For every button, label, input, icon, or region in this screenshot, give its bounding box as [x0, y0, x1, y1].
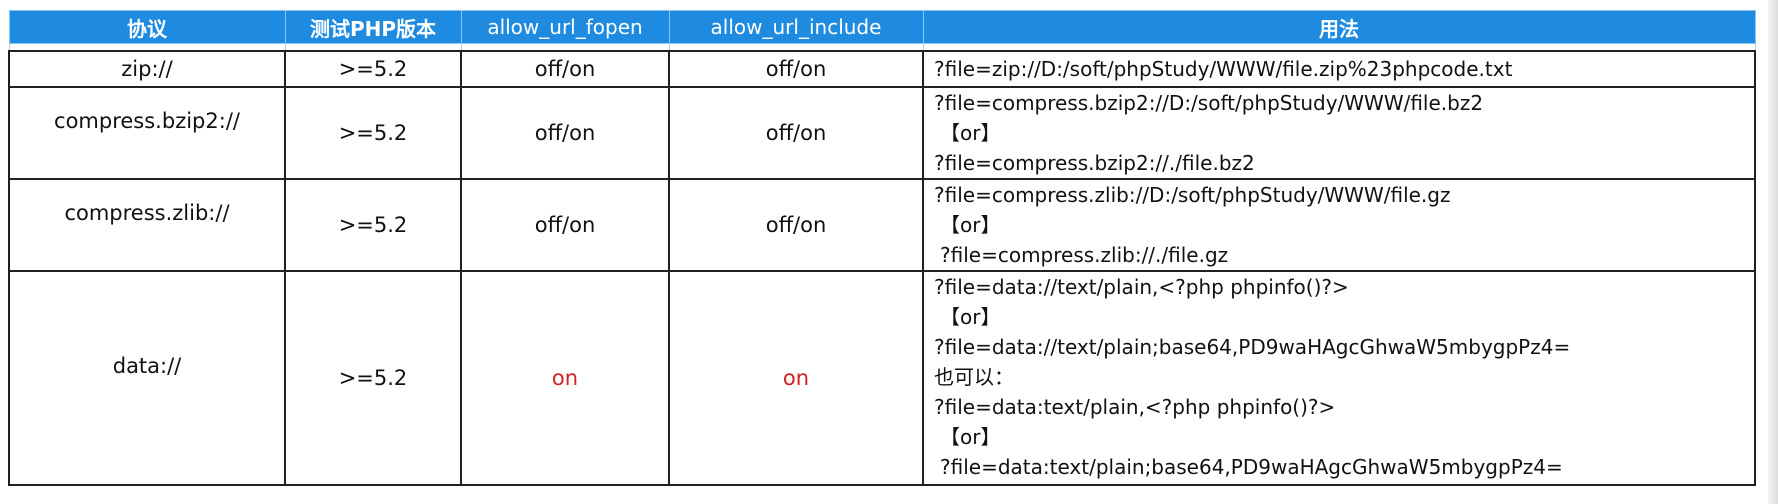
protocol-text: data://: [112, 354, 182, 378]
usage-line: ?file=data:text/plain,<?php phpinfo()?>: [934, 395, 1336, 419]
cell-protocol[interactable]: compress.bzip2://: [8, 86, 286, 180]
cell-usage[interactable]: ?file=data://text/plain,<?php phpinfo()?…: [922, 270, 1756, 486]
usage-line: ?file=data:text/plain;base64,PD9waHAgcGh…: [940, 455, 1563, 479]
protocol-table: 协议 测试PHP版本 allow_url_fopen allow_url_inc…: [8, 10, 1756, 486]
usage-line-or: 【or】: [940, 213, 1001, 237]
table-cell[interactable]: [8, 43, 286, 52]
table-cell[interactable]: [922, 43, 1756, 52]
spacer-row: [8, 43, 1756, 52]
usage-line: ?file=data://text/plain;base64,PD9waHAgc…: [934, 335, 1571, 359]
usage-line: ?file=compress.bzip2://./file.bz2: [934, 151, 1255, 175]
cell-php-version[interactable]: >=5.2: [284, 86, 462, 180]
header-protocol[interactable]: 协议: [8, 10, 286, 44]
cell-allow-url-include[interactable]: off/on: [668, 50, 924, 88]
cell-allow-url-fopen[interactable]: off/on: [460, 86, 670, 180]
usage-line-or: 【or】: [940, 305, 1001, 329]
cell-allow-url-fopen[interactable]: off/on: [460, 50, 670, 88]
cell-php-version[interactable]: >=5.2: [284, 178, 462, 272]
usage-line-note: 也可以：: [934, 365, 1014, 389]
cell-php-version[interactable]: >=5.2: [284, 270, 462, 486]
usage-line-or: 【or】: [940, 121, 1001, 145]
table-row: compress.bzip2:// >=5.2 off/on off/on ?f…: [8, 86, 1756, 180]
usage-line: ?file=data://text/plain,<?php phpinfo()?…: [934, 275, 1349, 299]
cell-allow-url-include[interactable]: on: [668, 270, 924, 486]
protocol-text: compress.zlib://: [64, 201, 230, 225]
header-row: 协议 测试PHP版本 allow_url_fopen allow_url_inc…: [8, 10, 1756, 44]
table-row: compress.zlib:// >=5.2 off/on off/on ?fi…: [8, 178, 1756, 272]
header-php-version[interactable]: 测试PHP版本: [284, 10, 462, 44]
usage-line: ?file=compress.zlib://./file.gz: [940, 243, 1229, 267]
cell-allow-url-include[interactable]: off/on: [668, 86, 924, 180]
cell-protocol[interactable]: data://: [8, 270, 286, 486]
cell-allow-url-include[interactable]: off/on: [668, 178, 924, 272]
usage-line: ?file=compress.bzip2://D:/soft/phpStudy/…: [934, 91, 1484, 115]
table-cell[interactable]: [668, 43, 924, 52]
header-allow-url-include[interactable]: allow_url_include: [668, 10, 924, 44]
window-edge: [1768, 0, 1778, 504]
cell-usage[interactable]: ?file=compress.zlib://D:/soft/phpStudy/W…: [922, 178, 1756, 272]
protocol-text: zip://: [121, 57, 173, 81]
table-row: data:// >=5.2 on on ?file=data://text/pl…: [8, 270, 1756, 486]
cell-protocol[interactable]: zip://: [8, 50, 286, 88]
cell-protocol[interactable]: compress.zlib://: [8, 178, 286, 272]
table-row: zip:// >=5.2 off/on off/on ?file=zip://D…: [8, 50, 1756, 88]
header-usage[interactable]: 用法: [922, 10, 1756, 44]
table-cell[interactable]: [460, 43, 670, 52]
cell-usage[interactable]: ?file=compress.bzip2://D:/soft/phpStudy/…: [922, 86, 1756, 180]
cell-allow-url-fopen[interactable]: off/on: [460, 178, 670, 272]
usage-line: ?file=zip://D:/soft/phpStudy/WWW/file.zi…: [934, 57, 1513, 81]
cell-php-version[interactable]: >=5.2: [284, 50, 462, 88]
table-cell[interactable]: [284, 43, 462, 52]
usage-line: ?file=compress.zlib://D:/soft/phpStudy/W…: [934, 183, 1451, 207]
header-allow-url-fopen[interactable]: allow_url_fopen: [460, 10, 670, 44]
cell-allow-url-fopen[interactable]: on: [460, 270, 670, 486]
cell-usage[interactable]: ?file=zip://D:/soft/phpStudy/WWW/file.zi…: [922, 50, 1756, 88]
protocol-text: compress.bzip2://: [54, 109, 240, 133]
usage-line-or: 【or】: [940, 425, 1001, 449]
